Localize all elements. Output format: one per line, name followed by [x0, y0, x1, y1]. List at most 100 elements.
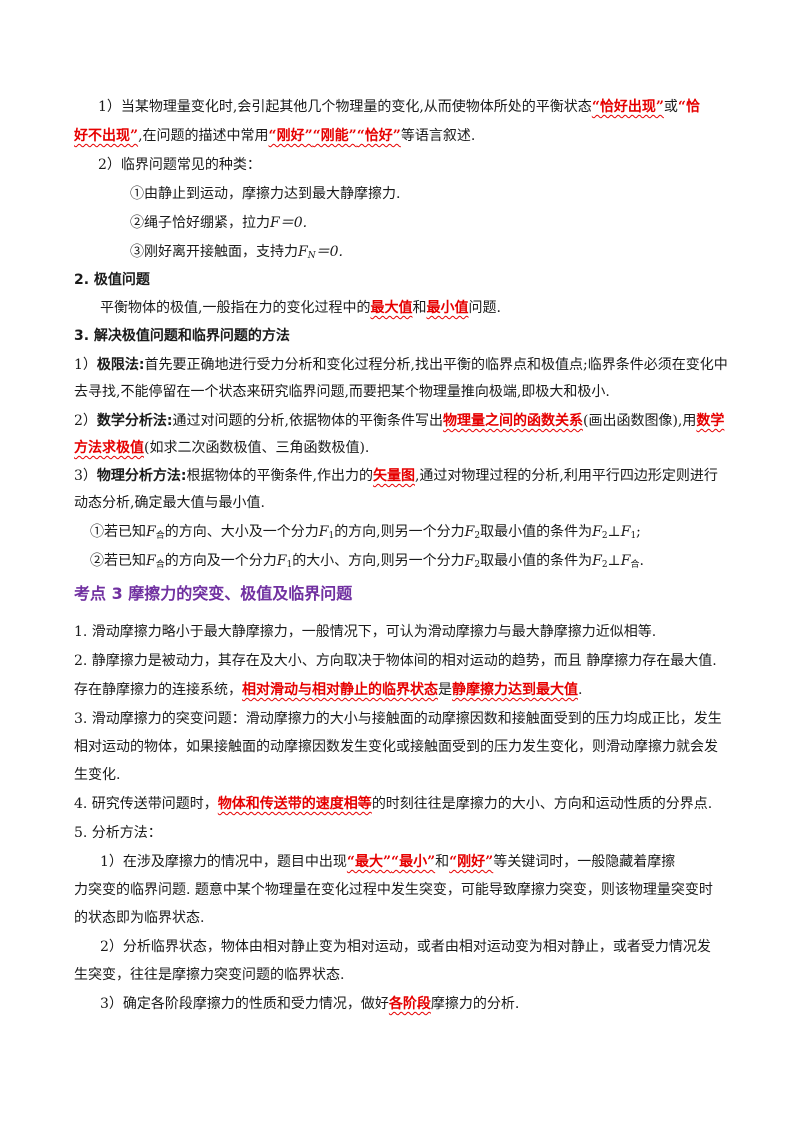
perpendicular-symbol: ⊥	[607, 553, 621, 569]
text: 的方向,则另一个分力	[334, 524, 465, 540]
text: 平衡物体的极值,一般指在力的变化过程中的	[100, 300, 371, 316]
text: 1）当某物理量变化时,会引起其他几个物理量的变化,从而使物体所处的平衡状态	[98, 99, 592, 115]
text: ①若已知	[90, 524, 146, 540]
analysis-step-1-line-1: 1）在涉及摩擦力的情况中，题目中出现“最大”“最小”和“刚好”等关键词时，一般隐…	[100, 852, 760, 872]
text: 问题.	[468, 300, 501, 316]
highlight-text: “恰	[677, 99, 700, 115]
friction-point-5: 5. 分析方法：	[74, 825, 162, 841]
subscript: 2	[601, 531, 608, 541]
text: 等语言叙述.	[400, 128, 476, 144]
highlight-text: 物理量之间的函数关系	[442, 413, 583, 429]
formula: ＝0.	[315, 244, 343, 260]
analysis-step-1-line-3: 的状态即为临界状态.	[74, 910, 205, 926]
highlight-text: “恰好”	[356, 128, 401, 144]
friction-point-2-cont: 存在静摩擦力的连接系统，相对滑动与相对静止的临界状态是静摩擦力达到最大值.	[74, 680, 734, 700]
critical-type-1: ①由静止到运动，摩擦力达到最大静摩擦力.	[130, 186, 401, 202]
text: ②若已知	[90, 553, 146, 569]
text: 4. 研究传送带问题时，	[74, 796, 218, 812]
text: 存在静摩擦力的连接系统，	[74, 682, 242, 698]
method-2-line-2: 方法求极值(如求二次函数极值、三角函数极值).	[74, 438, 734, 458]
friction-point-3-cont: 相对运动的物体，如果接触面的动摩擦因数发生变化或接触面受到的压力发生变化，则滑动…	[74, 739, 718, 755]
methods-title: 3. 解决极值问题和临界问题的方法	[74, 328, 290, 344]
friction-point-4: 4. 研究传送带问题时，物体和传送带的速度相等的时刻往往是摩擦力的大小、方向和运…	[74, 794, 734, 814]
friction-point-1: 1. 滑动摩擦力略小于最大静摩擦力，一般情况下，可认为滑动摩擦力与最大静摩擦力近…	[74, 624, 657, 640]
text: 和	[435, 854, 450, 870]
text: 的时刻往往是摩擦力的大小、方向和运动性质的分界点.	[371, 796, 713, 812]
text: (如求二次函数极值、三角函数极值).	[144, 440, 370, 456]
subscript: 1	[286, 560, 293, 570]
highlight-text: 方法求极值	[74, 440, 144, 456]
subscript: 合	[155, 560, 165, 570]
highlight-text: 最大值	[370, 300, 413, 316]
formula: F	[464, 524, 475, 540]
text: 3）确定各阶段摩擦力的性质和受力情况，做好	[100, 996, 389, 1012]
text: 3）	[74, 468, 97, 484]
text: 等关键词时，一般隐藏着摩擦	[493, 854, 676, 870]
text: 的大小、方向,则另一个分力	[292, 553, 465, 569]
highlight-text: 相对滑动与相对静止的临界状态	[242, 682, 438, 698]
perpendicular-symbol: ⊥	[607, 524, 621, 540]
highlight-text: “恰好出现”	[591, 99, 664, 115]
method-1-line-1: 1）极限法:首先要正确地进行受力分析和变化过程分析,找出平衡的临界点和极值点;临…	[74, 355, 734, 375]
text: 2）	[74, 413, 97, 429]
formula: F	[620, 524, 631, 540]
formula: F＝0.	[270, 215, 308, 231]
highlight-text: 物体和传送带的速度相等	[217, 796, 372, 812]
text: 摩擦力的分析.	[430, 996, 520, 1012]
highlight-text: “最小”	[391, 854, 436, 870]
method-label: 物理分析方法:	[96, 468, 187, 484]
critical-types-title: 2）临界问题常见的种类：	[98, 157, 261, 173]
friction-point-3: 3. 滑动摩擦力的突变问题：滑动摩擦力的大小与接触面的动摩擦因数和接触面受到的压…	[74, 711, 722, 727]
formula: F	[318, 524, 329, 540]
subscript: 2	[601, 560, 608, 570]
text: 首先要正确地进行受力分析和变化过程分析,找出平衡的临界点和极值点;临界条件必须在…	[144, 357, 728, 373]
subscript: 2	[474, 560, 481, 570]
highlight-text: 各阶段	[388, 996, 431, 1012]
text: .	[578, 682, 583, 698]
analysis-step-1-line-2: 力突变的临界问题. 题意中某个物理量在变化过程中发生突变，可能导致摩擦力突变，则…	[74, 882, 713, 898]
text: .	[639, 553, 644, 569]
analysis-step-3: 3）确定各阶段摩擦力的性质和受力情况，做好各阶段摩擦力的分析.	[100, 994, 760, 1014]
highlight-text: “刚能”	[312, 128, 357, 144]
subscript: 2	[474, 531, 481, 541]
text: 取最小值的条件为	[480, 553, 593, 569]
formula: F	[298, 244, 308, 260]
method-label: 极限法:	[96, 357, 145, 373]
condition-1: ①若已知F合的方向、大小及一个分力F1的方向,则另一个分力F2取最小值的条件为F…	[90, 522, 750, 542]
friction-point-3-end: 生变化.	[74, 767, 121, 783]
text: ,在问题的描述中常用	[138, 128, 269, 144]
extremum-title: 2. 极值问题	[74, 272, 150, 288]
highlight-text: 最小值	[426, 300, 469, 316]
text: 是	[438, 682, 452, 698]
highlight-text: 好不出现”	[74, 128, 139, 144]
text: ②绳子恰好绷紧，拉力	[130, 215, 270, 231]
text: 通过对问题的分析,依据物体的平衡条件写出	[172, 413, 443, 429]
subscript: 1	[630, 531, 637, 541]
method-3-line-2: 动态分析,确定最大值与最小值.	[74, 495, 265, 511]
formula: F	[464, 553, 475, 569]
text: ;	[636, 524, 641, 540]
text: 的方向及一个分力	[164, 553, 277, 569]
formula: F	[592, 524, 602, 540]
critical-intro-line-1: 1）当某物理量变化时,会引起其他几个物理量的变化,从而使物体所处的平衡状态“恰好…	[98, 97, 758, 117]
method-2-line-1: 2）数学分析法:通过对问题的分析,依据物体的平衡条件写出物理量之间的函数关系(画…	[74, 411, 734, 431]
highlight-text: 静摩擦力达到最大值	[452, 682, 578, 698]
highlight-text: 矢量图	[372, 468, 415, 484]
formula: F	[276, 553, 287, 569]
text: 1）	[74, 357, 97, 373]
formula: F	[620, 553, 631, 569]
analysis-step-2-line-2: 生突变，往往是摩擦力突变问题的临界状态.	[74, 967, 345, 983]
highlight-text: “最大”	[346, 854, 392, 870]
critical-type-3: ③刚好离开接触面，支持力FN＝0.	[130, 242, 790, 262]
subscript: N	[307, 251, 316, 261]
critical-intro-line-2: 好不出现”,在问题的描述中常用“刚好”“刚能”“恰好”等语言叙述.	[74, 126, 734, 146]
highlight-text: “刚好”	[268, 128, 313, 144]
method-label: 数学分析法:	[96, 413, 173, 429]
text: 和	[412, 300, 427, 316]
text: (画出函数图像),用	[582, 413, 697, 429]
critical-type-2: ②绳子恰好绷紧，拉力F＝0.	[130, 213, 790, 233]
formula: F	[146, 553, 156, 569]
text: 1）在涉及摩擦力的情况中，题目中出现	[100, 854, 347, 870]
text: ,通过对物理过程的分析,利用平行四边形定则进行	[414, 468, 718, 484]
